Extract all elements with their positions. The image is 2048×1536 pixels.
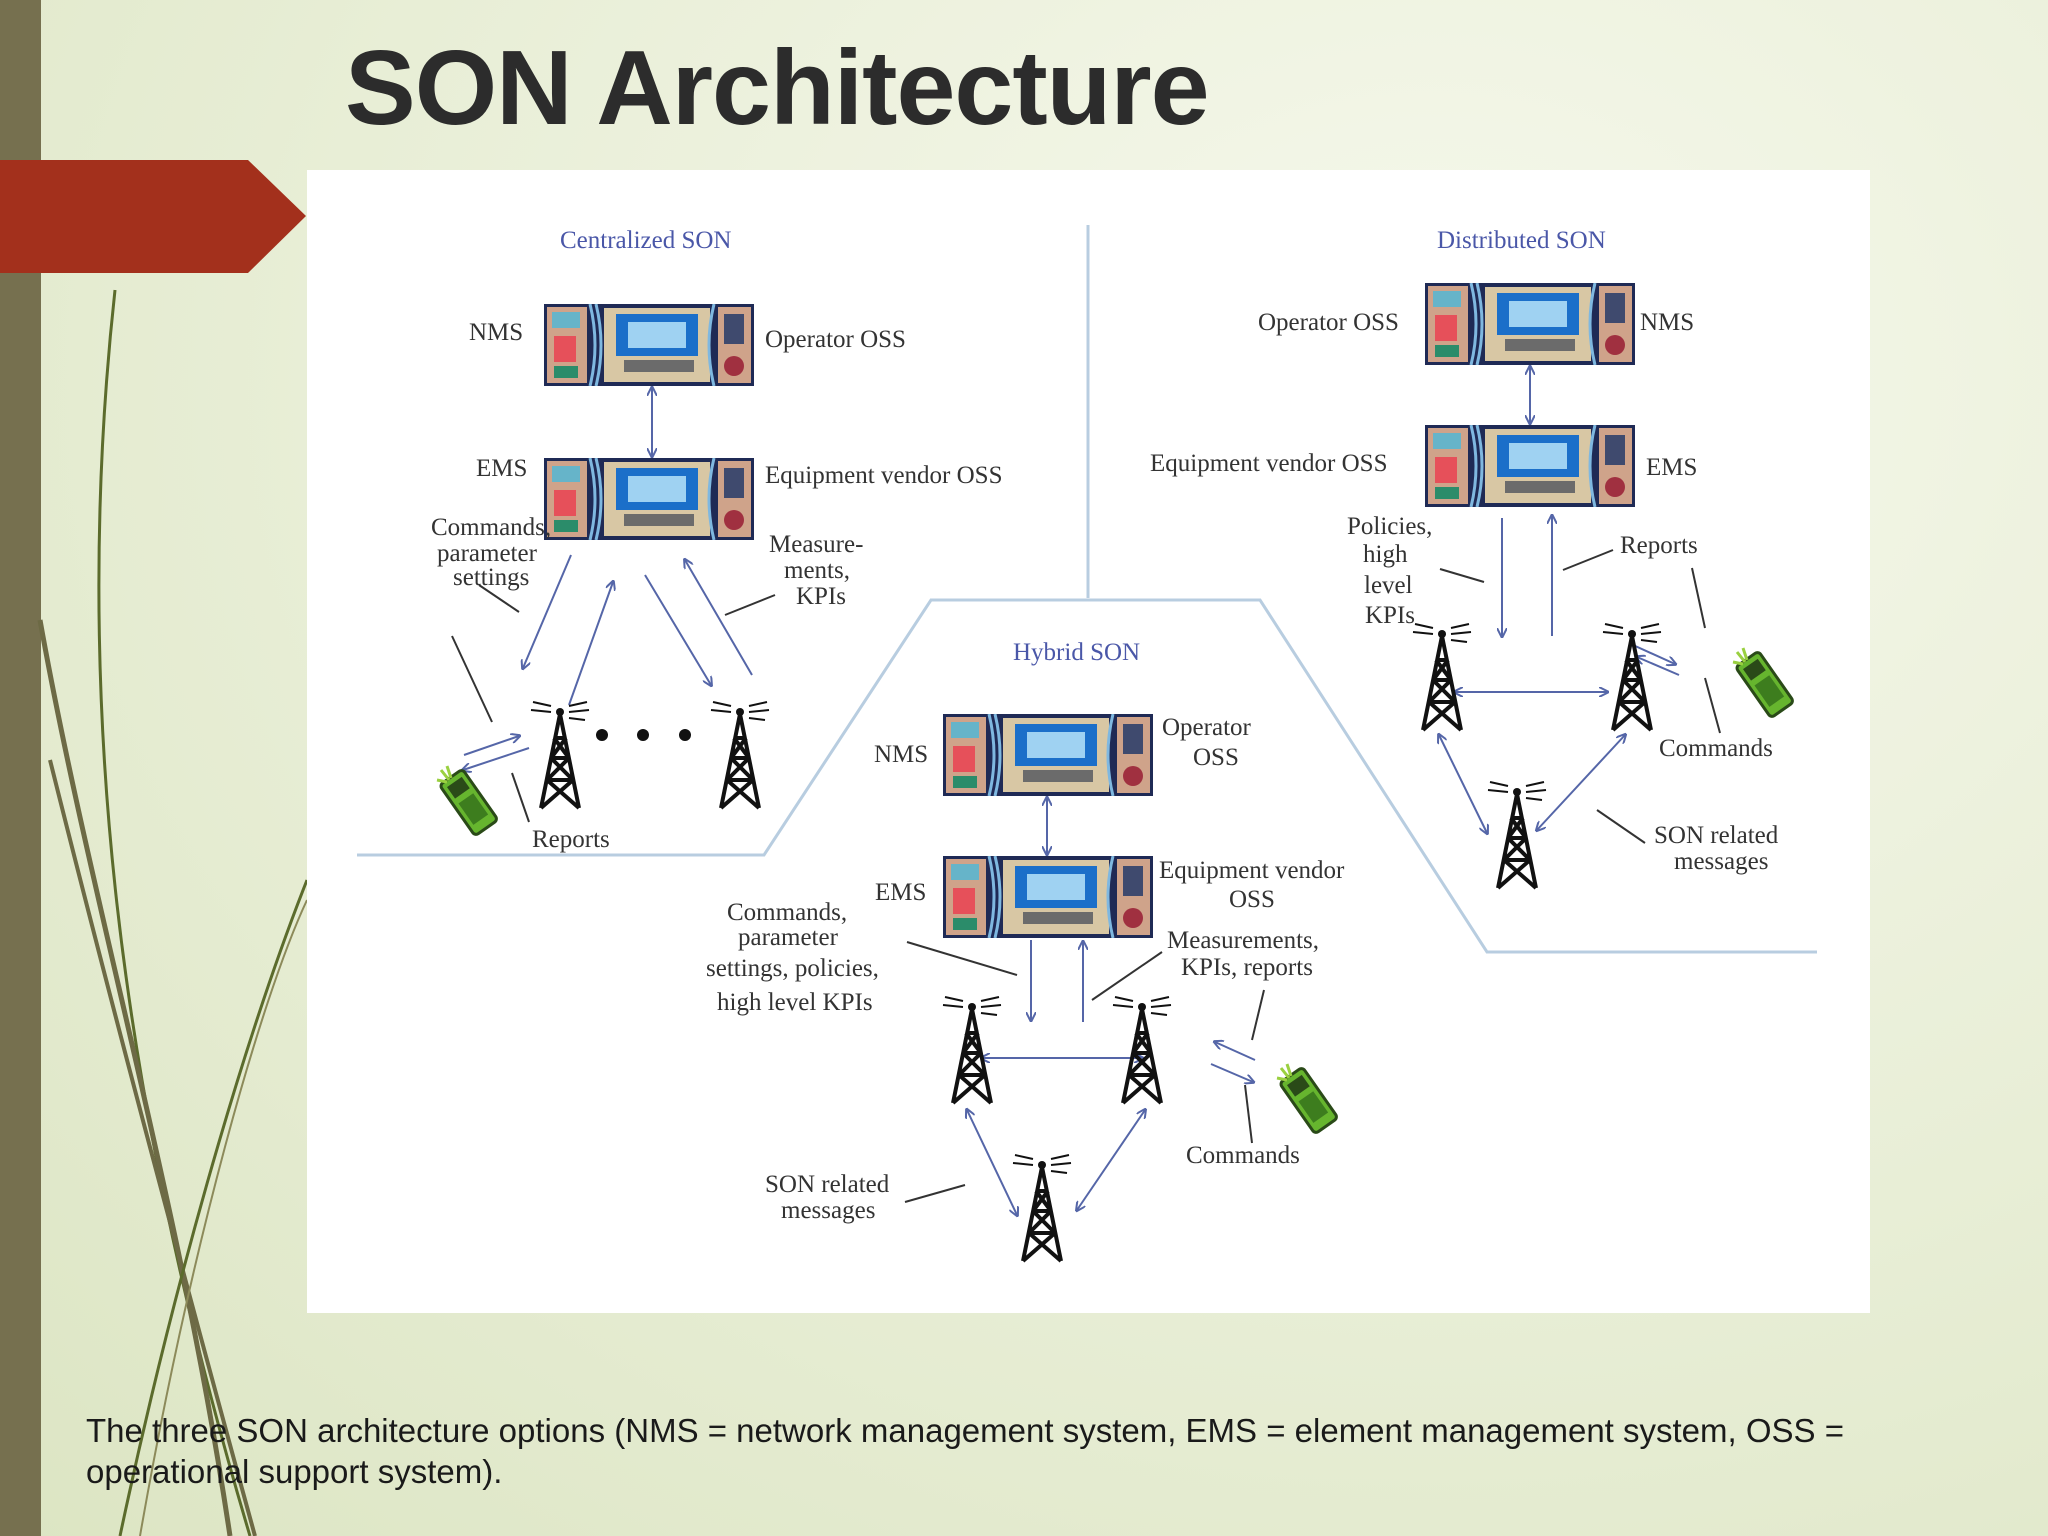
centralized-son-heading: Centralized SON <box>560 227 731 254</box>
centralized-vendor-oss-label: Equipment vendor OSS <box>765 462 1003 489</box>
centralized-tower-icon <box>709 700 771 810</box>
svg-text:ments,: ments, <box>784 557 850 584</box>
distributed-phone-icon <box>1731 646 1796 720</box>
hybrid-phone-icon <box>1275 1062 1340 1136</box>
centralized-nms-computer-icon <box>544 304 754 386</box>
svg-text:parameter: parameter <box>738 924 839 951</box>
svg-text:Operator: Operator <box>1162 714 1252 741</box>
centralized-nms-label: NMS <box>469 319 523 346</box>
svg-text:Equipment vendor: Equipment vendor <box>1159 857 1345 884</box>
hybrid-tower-icon <box>941 995 1003 1105</box>
svg-text:OSS: OSS <box>1229 886 1275 913</box>
svg-text:SON related: SON related <box>765 1171 890 1198</box>
hybrid-ems-computer-icon <box>943 856 1153 938</box>
distributed-reports-label: Reports <box>1620 532 1698 559</box>
distributed-operator-oss-label: Operator OSS <box>1258 309 1399 336</box>
hybrid-ems-label: EMS <box>875 879 926 906</box>
svg-text:KPIs: KPIs <box>1365 602 1415 629</box>
distributed-commands-label: Commands <box>1659 735 1773 762</box>
hybrid-son-messages-label: SON related messages <box>765 1171 890 1224</box>
centralized-tower-icon <box>529 700 591 810</box>
centralized-measurements-label: Measure- ments, KPIs <box>769 531 863 610</box>
svg-text:high level KPIs: high level KPIs <box>717 989 873 1016</box>
centralized-ellipsis <box>596 729 691 741</box>
svg-text:KPIs, reports: KPIs, reports <box>1181 954 1313 981</box>
distributed-nms-label: NMS <box>1640 309 1694 336</box>
distributed-son-heading: Distributed SON <box>1437 227 1606 254</box>
svg-text:settings: settings <box>453 564 529 591</box>
svg-text:parameter: parameter <box>437 540 538 567</box>
hybrid-commands-label: Commands, parameter settings, policies, … <box>706 899 879 1016</box>
svg-text:KPIs: KPIs <box>796 583 846 610</box>
hybrid-commands-right-label: Commands <box>1186 1142 1300 1169</box>
distributed-nms-computer-icon <box>1425 283 1635 365</box>
svg-text:Measurements,: Measurements, <box>1167 927 1319 954</box>
accent-arrow-shape <box>0 160 306 273</box>
centralized-reports-label: Reports <box>532 826 610 853</box>
hybrid-vendor-oss-label: Equipment vendor OSS <box>1159 857 1345 913</box>
distributed-tower-icon <box>1601 622 1663 732</box>
hybrid-nms-label: NMS <box>874 741 928 768</box>
centralized-commands-label: Commands, parameter settings <box>431 514 551 591</box>
svg-text:Commands,: Commands, <box>431 514 551 541</box>
distributed-tower-icon <box>1411 622 1473 732</box>
svg-text:messages: messages <box>1674 848 1768 875</box>
son-architecture-figure: Centralized SON NMS Operator OSS EMS Equ… <box>307 170 1870 1313</box>
hybrid-son-heading: Hybrid SON <box>1013 639 1140 666</box>
hybrid-measurements-label: Measurements, KPIs, reports <box>1167 927 1319 981</box>
section-dividers <box>357 225 1817 954</box>
svg-text:Commands,: Commands, <box>727 899 847 926</box>
svg-text:level: level <box>1364 572 1413 599</box>
svg-text:settings, policies,: settings, policies, <box>706 955 879 982</box>
distributed-ems-computer-icon <box>1425 425 1635 507</box>
svg-text:OSS: OSS <box>1193 744 1239 771</box>
distributed-ems-label: EMS <box>1646 454 1697 481</box>
distributed-policies-label: Policies, high level KPIs <box>1347 513 1432 629</box>
svg-text:Measure-: Measure- <box>769 531 863 558</box>
svg-text:high: high <box>1363 541 1408 568</box>
hybrid-nms-computer-icon <box>943 714 1153 796</box>
centralized-ems-label: EMS <box>476 455 527 482</box>
hybrid-tower-icon <box>1011 1153 1073 1263</box>
distributed-son-messages-label: SON related messages <box>1654 822 1779 875</box>
distributed-vendor-oss-label: Equipment vendor OSS <box>1150 450 1388 477</box>
distributed-tower-icon <box>1486 780 1548 890</box>
slide-title: SON Architecture <box>345 29 1210 147</box>
hybrid-operator-oss-label: Operator OSS <box>1162 714 1252 771</box>
svg-text:SON related: SON related <box>1654 822 1779 849</box>
figure-caption: The three SON architecture options (NMS … <box>86 1412 1844 1490</box>
centralized-ems-computer-icon <box>544 458 754 540</box>
centralized-phone-icon <box>435 764 500 838</box>
svg-text:messages: messages <box>781 1197 875 1224</box>
decorative-curves <box>37 289 309 1536</box>
centralized-operator-oss-label: Operator OSS <box>765 326 906 353</box>
hybrid-tower-icon <box>1111 995 1173 1105</box>
svg-text:Policies,: Policies, <box>1347 513 1432 540</box>
